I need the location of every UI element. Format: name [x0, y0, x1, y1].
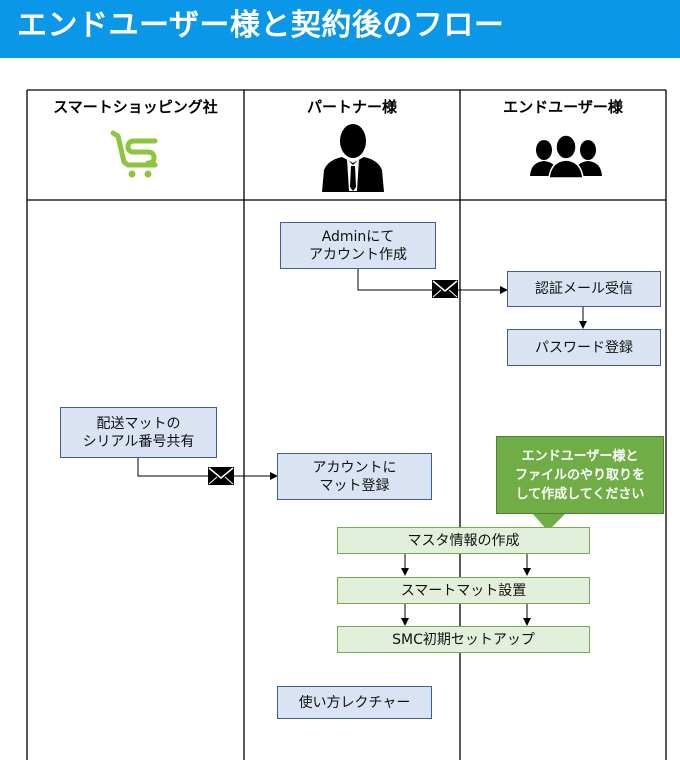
step-password: パスワード登録 — [507, 329, 661, 366]
lane-header-enduser: エンドユーザー様 — [503, 98, 623, 116]
arrow-admin-to-mail — [357, 269, 503, 291]
step-auth-mail: 認証メール受信 — [507, 271, 661, 307]
callout-pointer — [532, 513, 566, 531]
step-admin-account: Adminにて アカウント作成 — [280, 222, 436, 269]
page-title: エンドユーザー様と契約後のフロー — [17, 8, 505, 43]
step-smc-setup: SMC初期セットアップ — [337, 626, 590, 653]
step-account-mat: アカウントに マット登録 — [277, 453, 432, 500]
arrow-serial-to-account — [137, 458, 273, 477]
title-banner: エンドユーザー様と契約後のフロー — [0, 0, 680, 58]
businessman-icon — [322, 124, 384, 192]
mail-envelope-icon — [208, 467, 234, 485]
step-lecture: 使い方レクチャー — [277, 686, 432, 719]
lane-header-smartshopping: スマートショッピング社 — [53, 98, 218, 116]
lane-header-partner: パートナー様 — [306, 98, 397, 116]
cart-logo-icon — [110, 130, 158, 178]
arrowheads — [270, 286, 587, 626]
callout-note: エンドユーザー様と ファイルのやり取りを して作成してください — [496, 436, 664, 514]
step-master-info: マスタ情報の作成 — [337, 527, 590, 554]
mail-envelope-icon — [432, 280, 458, 298]
step-serial-share: 配送マットの シリアル番号共有 — [60, 407, 217, 458]
step-smart-mat: スマートマット設置 — [337, 577, 590, 604]
user-group-icon — [530, 134, 602, 179]
